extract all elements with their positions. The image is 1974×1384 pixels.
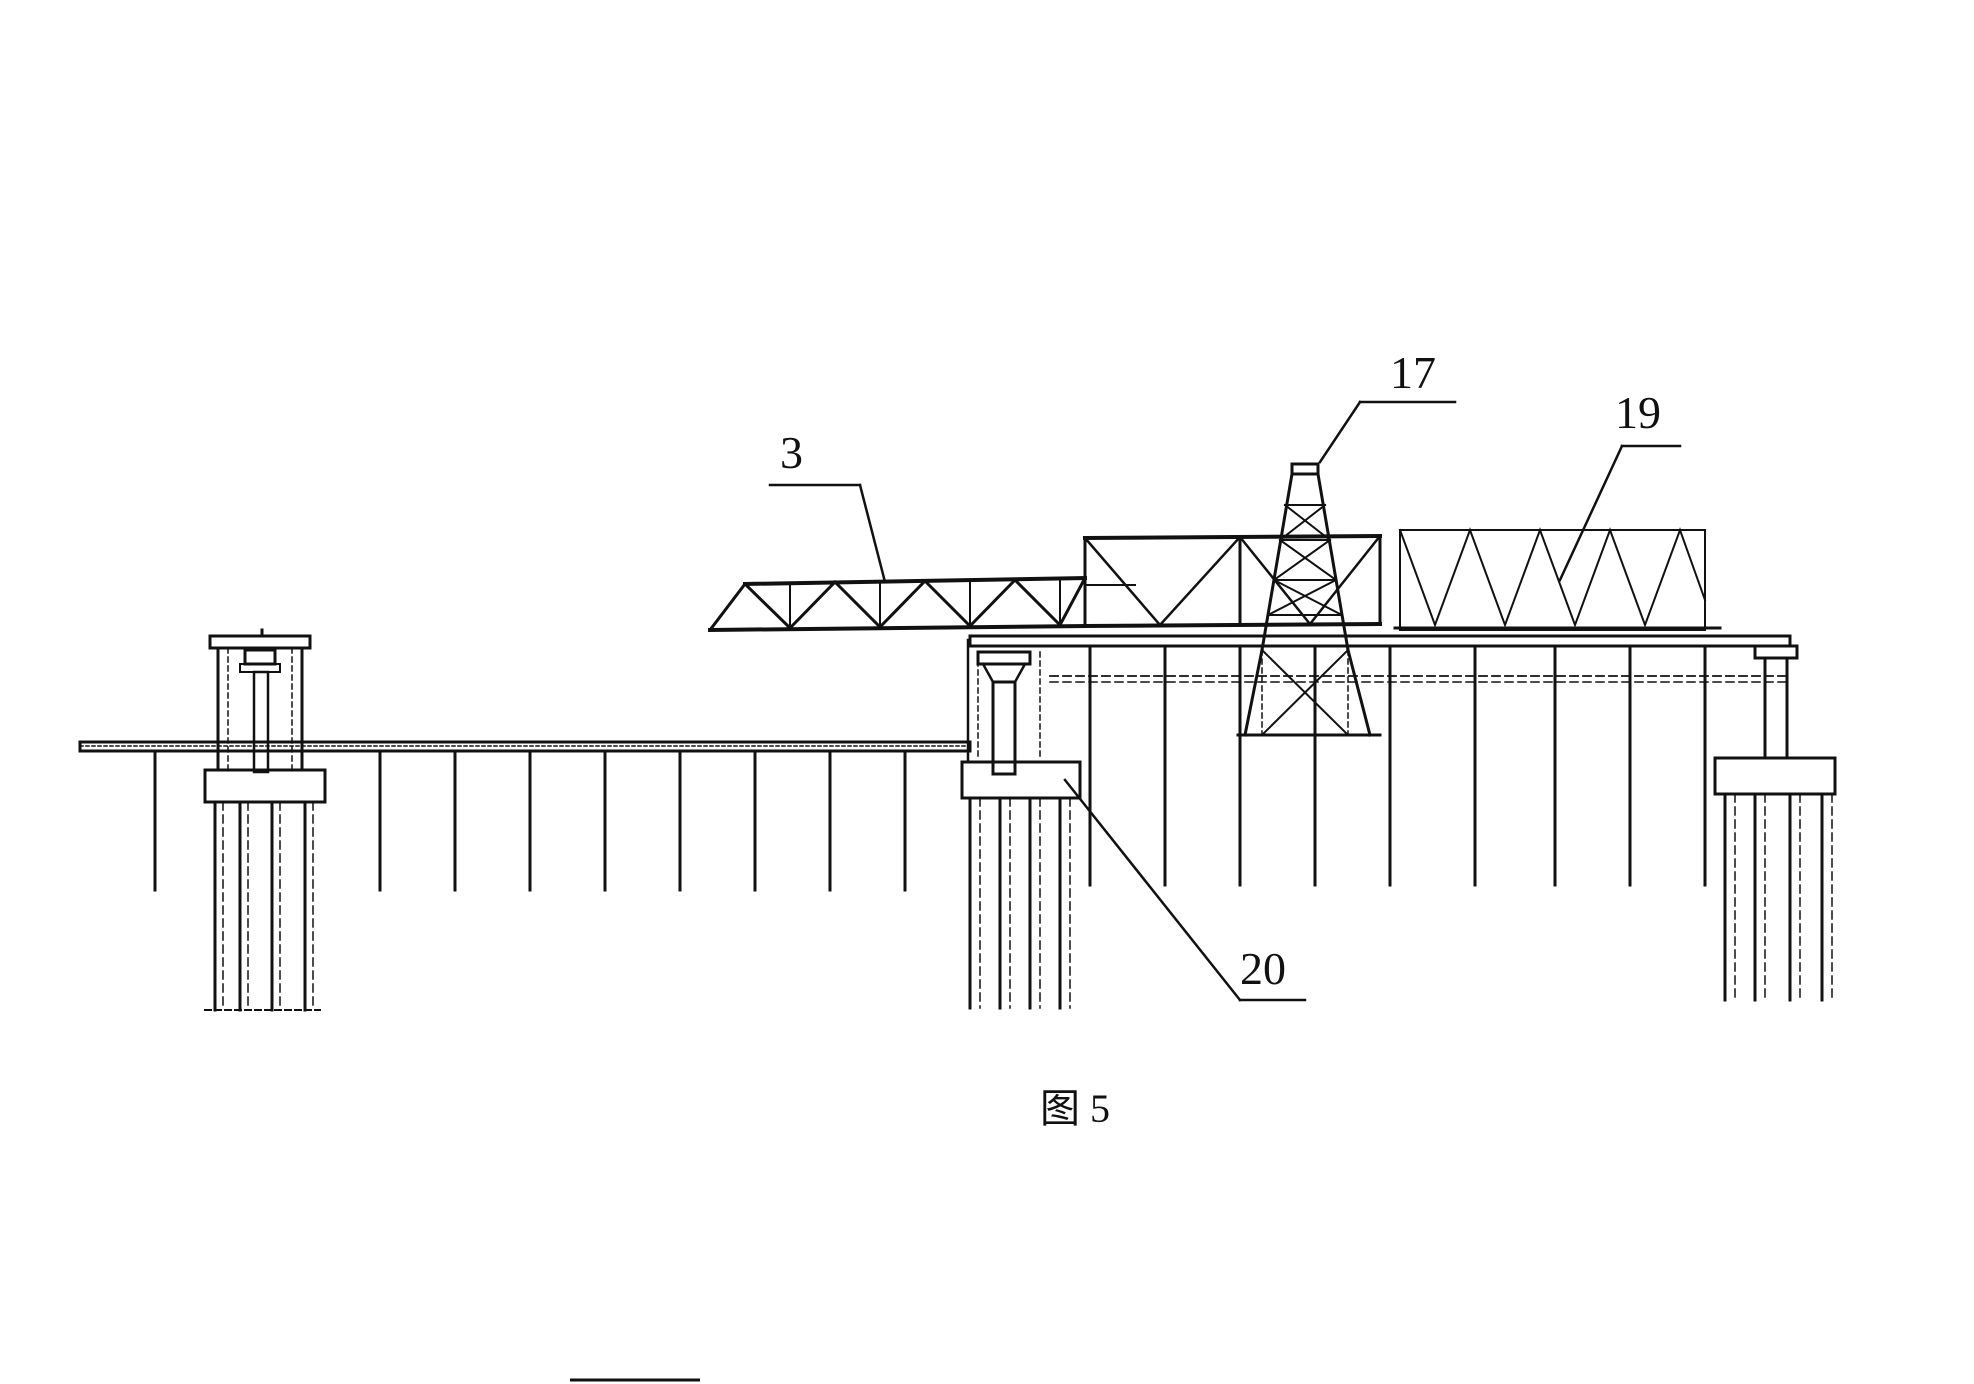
label-17: 17 [1390, 347, 1436, 398]
label-3: 3 [780, 427, 803, 478]
label-20: 20 [1240, 943, 1286, 994]
figure-caption: 图 5 [1040, 1086, 1110, 1131]
left-pier [203, 628, 327, 1012]
leader-lines [768, 400, 1682, 1002]
left-approach-deck [78, 740, 972, 753]
label-19: 19 [1615, 387, 1661, 438]
right-temporary-piles [1088, 644, 1707, 887]
left-temporary-piles [153, 749, 907, 892]
middle-pier [960, 638, 1082, 1010]
right-pier [1713, 644, 1837, 1002]
girder-segment [1393, 527, 1722, 631]
upper-deck [968, 634, 1792, 683]
tower [1236, 462, 1382, 737]
